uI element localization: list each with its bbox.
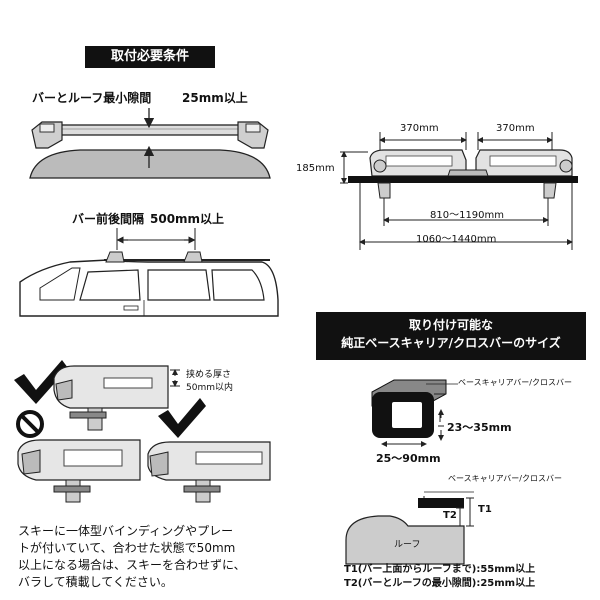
prohibit-icon: [16, 410, 44, 438]
min-gap-label: バーとルーフ最小隙間: [32, 91, 152, 105]
bar-height-label: 23～35mm: [447, 421, 512, 434]
min-gap-value: 25mm以上: [182, 91, 248, 105]
thickness-line1: 挟める厚さ: [186, 370, 232, 380]
roof-section-diagram: [345, 491, 474, 565]
check-icon-top: [14, 360, 68, 404]
ski-note-line2: トが付いていて、合わせた状態で50mm: [18, 541, 236, 555]
t1-note: T1(バー上面からルーフまで):55mm以上: [344, 564, 536, 575]
outer-span-label: 1060～1440mm: [416, 234, 497, 245]
inner-span-label: 810～1190mm: [430, 210, 505, 221]
t2-label: T2: [443, 510, 457, 521]
carrier-heading: 取り付け可能な 純正ベースキャリア/クロスバーのサイズ: [316, 312, 586, 360]
carrier-heading-line1: 取り付け可能な: [408, 318, 493, 332]
bar-width-label: 25～90mm: [376, 452, 441, 465]
bar-spacing-value: 500mm以上: [150, 212, 225, 226]
thickness-line2: 50mm以内: [186, 383, 233, 393]
requirements-heading: 取付必要条件: [85, 46, 215, 68]
height-label: 185mm: [296, 163, 335, 174]
bar-label-top: ベースキャリアバー/クロスバー: [458, 378, 572, 387]
t2-note: T2(バーとルーフの最小隙間):25mm以上: [344, 578, 536, 589]
dimension-diagram: [340, 132, 578, 250]
t1-label: T1: [478, 504, 492, 515]
roof-label: ルーフ: [394, 540, 421, 550]
check-icon-bottom: [158, 398, 206, 438]
bar-spacing-label: バー前後間隔: [72, 212, 145, 226]
bar-label-bottom: ベースキャリアバー/クロスバー: [448, 474, 562, 483]
ski-note-line3: 以上になる場合は、スキーを合わせずに、: [18, 558, 246, 572]
bar-profile-diagram: [371, 379, 458, 447]
ski-note-line4: バラして積載してください。: [18, 575, 173, 589]
ski-note-line1: スキーに一体型バインディングやプレー: [18, 524, 234, 538]
roof-gap-diagram: [29, 108, 271, 179]
width-left-label: 370mm: [400, 123, 439, 134]
carrier-heading-line2: 純正ベースキャリア/クロスバーのサイズ: [341, 336, 561, 350]
width-right-label: 370mm: [496, 123, 535, 134]
car-side-diagram: [19, 228, 279, 317]
ski-carrier-diagram: [14, 360, 271, 503]
